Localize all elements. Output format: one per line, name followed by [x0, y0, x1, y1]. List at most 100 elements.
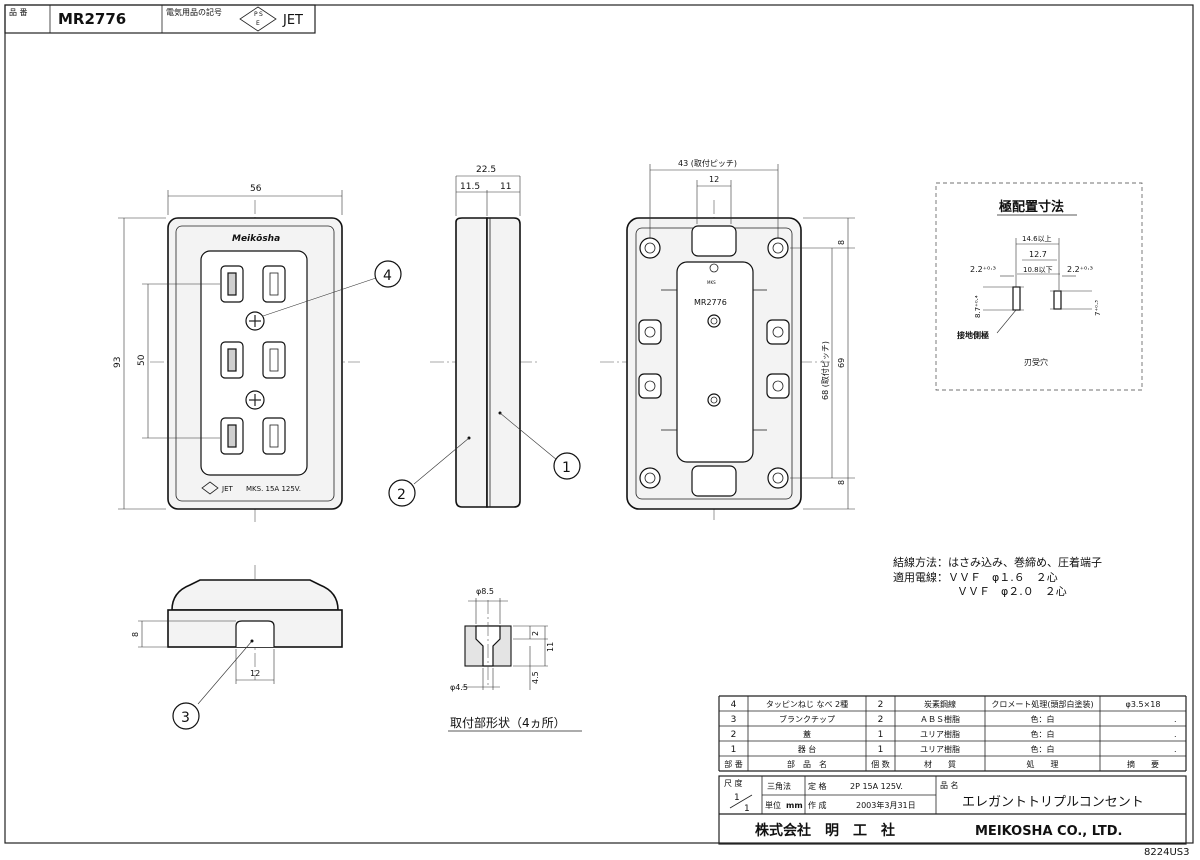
- back-dim-pitch-side: 68 (取付ピッチ): [820, 341, 830, 400]
- bom-cell: 器 台: [798, 744, 817, 754]
- blank-chip-notch: [235, 620, 275, 647]
- front-rating: MKS. 15A 125V.: [246, 485, 301, 493]
- doc-number: 8224US3: [1144, 847, 1189, 858]
- unit-label: 単位: [765, 800, 781, 810]
- back-view: MKS MR2776 43 (取付ピッチ) 12 8 8 68 (取付: [600, 158, 855, 520]
- outlet-panel: [200, 250, 308, 476]
- pse-diamond-icon: P S E: [239, 6, 277, 32]
- bom-cell: 色：白: [1031, 744, 1055, 754]
- callout-1: 1: [553, 452, 581, 480]
- mount-caption: 取付部形状（4ヵ所）: [450, 715, 566, 730]
- back-dim-8-bottom: 8: [837, 480, 846, 485]
- bottom-cover: [171, 579, 339, 611]
- company-en: MEIKOSHA CO., LTD.: [975, 824, 1122, 839]
- callout-2: 2: [388, 479, 416, 507]
- screw-icon: [245, 390, 265, 410]
- sheet-border: [4, 4, 1194, 844]
- back-mks: MKS: [707, 280, 716, 285]
- back-center-block: [676, 261, 754, 463]
- bom-header-cell: 摘 要: [1127, 759, 1159, 769]
- callout-4: 4: [262, 260, 402, 317]
- bom-cell: .: [1174, 745, 1177, 754]
- mount-detail: φ8.5 φ4.5 2 11 4.5 取付部形状（4ヵ所）: [448, 587, 582, 732]
- product-name-label: 品 名: [940, 780, 959, 790]
- pole-d87: 8.7⁺⁰·⁴: [974, 295, 982, 318]
- back-dim-pitch-top: 43 (取付ピッチ): [678, 158, 737, 168]
- ground-pole-label: 接地側極: [957, 330, 989, 340]
- svg-text:3: 3: [181, 710, 190, 726]
- jet-mark: JET: [282, 13, 303, 28]
- pole-d7: 7⁺⁰·³: [1094, 300, 1102, 316]
- svg-text:2: 2: [397, 487, 406, 503]
- callout-3: 3: [172, 702, 200, 730]
- pole-d22-right: 2.2⁺⁰·³: [1067, 265, 1093, 274]
- mounting-bosses: [638, 237, 790, 489]
- bom-cell: 1: [731, 745, 737, 755]
- made-label: 作 成: [808, 800, 827, 810]
- front-dim-width: 56: [250, 184, 262, 194]
- bom-cell: タッピンねじ なべ 2種: [766, 699, 848, 709]
- bottom-dim-12: 12: [250, 669, 260, 678]
- bom-cell: 1: [878, 745, 884, 755]
- note-line1: 結線方法：はさみ込み、巻締め、圧着端子: [893, 555, 1102, 569]
- screw-icon: [245, 311, 265, 331]
- front-jet: JET: [221, 485, 233, 493]
- bom-cell: 2: [878, 700, 884, 710]
- date: 2003年3月31日: [856, 800, 916, 810]
- back-dim-8-top: 8: [837, 240, 846, 245]
- header-block: 品 番 MR2776 電気用品の記号 P S E JET: [4, 4, 316, 34]
- bom-cell: 炭素鋼線: [924, 699, 956, 709]
- side-dim-a: 11.5: [460, 182, 480, 192]
- bom-cell: 色：白: [1031, 714, 1055, 724]
- bom-cell: 3: [731, 715, 737, 725]
- blade-slot: [1053, 290, 1062, 310]
- back-model: MR2776: [694, 298, 727, 307]
- bom-header-cell: 処 理: [1027, 759, 1059, 769]
- bottom-view: 8 12: [131, 565, 343, 705]
- bom-header-cell: 材 質: [924, 759, 956, 769]
- mount-dim-2: 2: [531, 631, 540, 636]
- bom-cell: クロメート処理(頭部白塗装): [991, 699, 1093, 709]
- brand-logo: Meikōsha: [232, 234, 280, 244]
- svg-text:P: P: [254, 11, 258, 18]
- svg-text:S: S: [259, 11, 263, 18]
- bom-cell: .: [1174, 730, 1177, 739]
- bom-cell: ユリア樹脂: [920, 744, 960, 754]
- bom-cell: ブランクチップ: [779, 714, 835, 724]
- blade-slot-label: 刃受穴: [1024, 357, 1048, 367]
- rating-label: 定 格: [808, 781, 827, 791]
- projection: 三角法: [767, 781, 791, 791]
- scale-top: 1: [734, 793, 740, 803]
- bom-header-cell: 部 品 名: [787, 759, 827, 769]
- wiring-notes: 結線方法：はさみ込み、巻締め、圧着端子 適用電線：ＶＶＦ φ１.６ ２心 ＶＶＦ…: [893, 555, 1102, 598]
- rating-value: 2P 15A 125V.: [850, 782, 903, 791]
- bom-cell: ユリア樹脂: [920, 729, 960, 739]
- side-dim-total: 22.5: [476, 165, 496, 175]
- side-view: 22.5 11.5 11: [413, 165, 558, 508]
- bom-header-cell: 部 番: [724, 759, 743, 769]
- unit: mm: [786, 801, 803, 810]
- bottom-dim-8: 8: [131, 632, 140, 637]
- title-block: 尺 度 1 1 三角法 単位 mm 定 格 2P 15A 125V. 作 成 2…: [718, 775, 1187, 845]
- outlet-slots: [220, 265, 286, 455]
- pole-d146: 14.6以上: [1022, 234, 1052, 243]
- svg-text:E: E: [256, 20, 260, 27]
- back-dim-69: 69: [837, 358, 846, 368]
- pole-d108: 10.8以下: [1023, 266, 1053, 274]
- bom-cell: 2: [878, 715, 884, 725]
- part-no-label: 品 番: [9, 7, 28, 17]
- pole-layout-box: 極配置寸法 14.6以上 12.7 10.8以下 2.2⁺⁰·³ 2.2⁺⁰·³…: [935, 182, 1143, 391]
- bom-cell: 蓋: [803, 729, 811, 739]
- bom-cell: 1: [878, 730, 884, 740]
- pole-layout-title: 極配置寸法: [998, 199, 1064, 215]
- bom-header-cell: 個 数: [871, 759, 890, 769]
- symbol-label: 電気用品の記号: [166, 7, 222, 17]
- pse-diamond-icon: [201, 481, 219, 495]
- company-jp: 株式会社 明 工 社: [755, 822, 895, 839]
- mount-d45: φ4.5: [450, 683, 468, 692]
- part-no: MR2776: [58, 10, 126, 28]
- front-view: Meikōsha JET MKS. 15A 125V. 56 93: [113, 184, 360, 525]
- note-line2: 適用電線：ＶＶＦ φ１.６ ２心: [893, 570, 1058, 584]
